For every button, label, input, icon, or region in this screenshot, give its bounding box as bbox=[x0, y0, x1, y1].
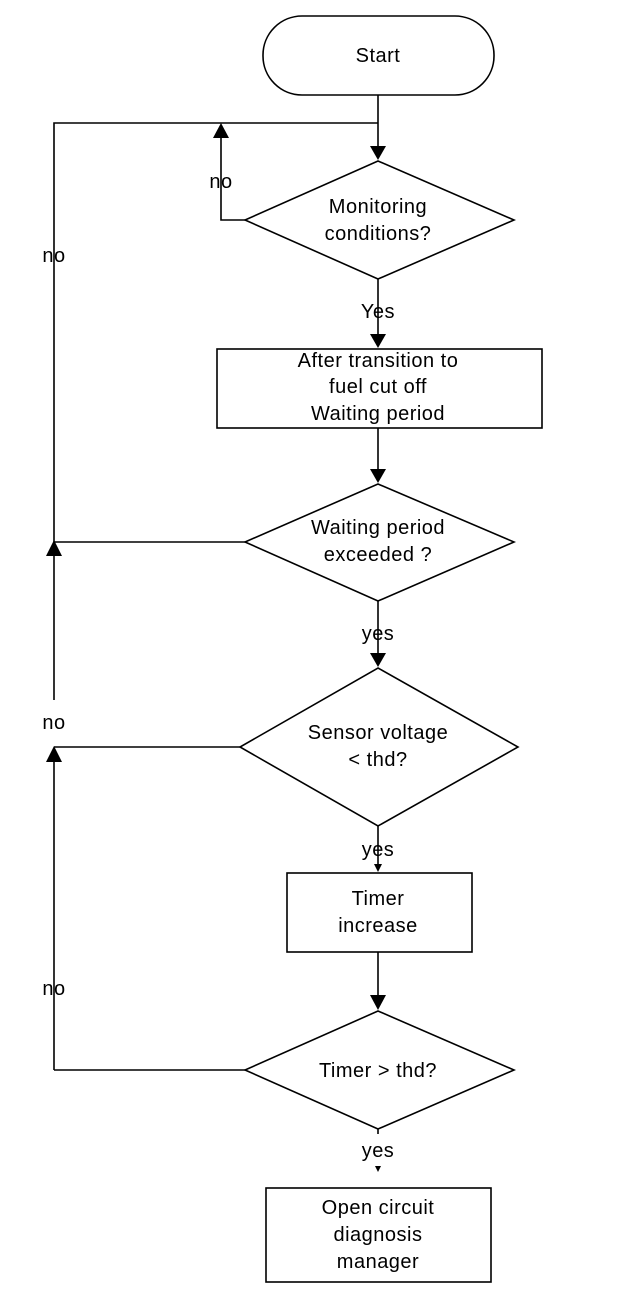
monitoring-label-line1: Monitoring bbox=[329, 196, 427, 218]
waiting-decision-line1: Waiting period bbox=[311, 517, 445, 539]
arrow-left-up-2 bbox=[46, 746, 62, 762]
left-loop-no-label-3: no bbox=[42, 978, 65, 1000]
waiting-yes-label: yes bbox=[362, 623, 395, 645]
arrow-into-waiting-box bbox=[370, 334, 386, 348]
timer-yes-label: yes bbox=[362, 1140, 395, 1162]
timer-decision-label: Timer > thd? bbox=[319, 1060, 437, 1082]
sensor-decision-line1: Sensor voltage bbox=[308, 722, 448, 744]
edge-left-return-top bbox=[53, 122, 378, 545]
monitoring-conditions-decision bbox=[243, 160, 517, 280]
waiting-period-decision bbox=[243, 483, 517, 602]
waiting-box-line1: After transition to bbox=[298, 350, 459, 372]
sensor-yes-label: yes bbox=[362, 839, 395, 861]
open-circuit-manager-box bbox=[265, 1187, 492, 1283]
arrow-into-timer-box bbox=[374, 864, 382, 872]
arrow-into-timer-decision bbox=[370, 995, 386, 1010]
arrow-into-sensor-decision bbox=[370, 653, 386, 667]
timer-increase-box bbox=[286, 872, 473, 953]
open-circuit-line2: diagnosis bbox=[333, 1224, 422, 1246]
timer-box-line1: Timer bbox=[352, 888, 405, 910]
monitoring-label-line2: conditions? bbox=[325, 223, 432, 245]
arrow-into-monitoring bbox=[370, 146, 386, 160]
arrow-left-up-1 bbox=[46, 540, 62, 556]
left-loop-no-label-2: no bbox=[42, 712, 65, 734]
sensor-decision-line2: < thd? bbox=[348, 749, 407, 771]
edge-monitoring-no-loop bbox=[220, 135, 245, 221]
open-circuit-line1: Open circuit bbox=[322, 1197, 435, 1219]
timer-box-line2: increase bbox=[338, 915, 418, 937]
left-loop-no-label-1: no bbox=[42, 245, 65, 267]
waiting-decision-line2: exceeded ? bbox=[324, 544, 432, 566]
sensor-voltage-decision bbox=[238, 667, 520, 827]
monitoring-no-label: no bbox=[209, 171, 232, 193]
waiting-box-line2: fuel cut off bbox=[329, 376, 427, 398]
start-label: Start bbox=[356, 45, 401, 67]
arrow-into-waiting-decision bbox=[370, 469, 386, 483]
waiting-period-box bbox=[216, 348, 543, 429]
arrow-monitoring-no-up bbox=[213, 123, 229, 138]
monitoring-yes-label: Yes bbox=[361, 301, 395, 323]
open-circuit-line3: manager bbox=[337, 1251, 419, 1273]
waiting-box-line3: Waiting period bbox=[311, 403, 445, 425]
arrow-into-open-circuit-box bbox=[375, 1166, 381, 1172]
